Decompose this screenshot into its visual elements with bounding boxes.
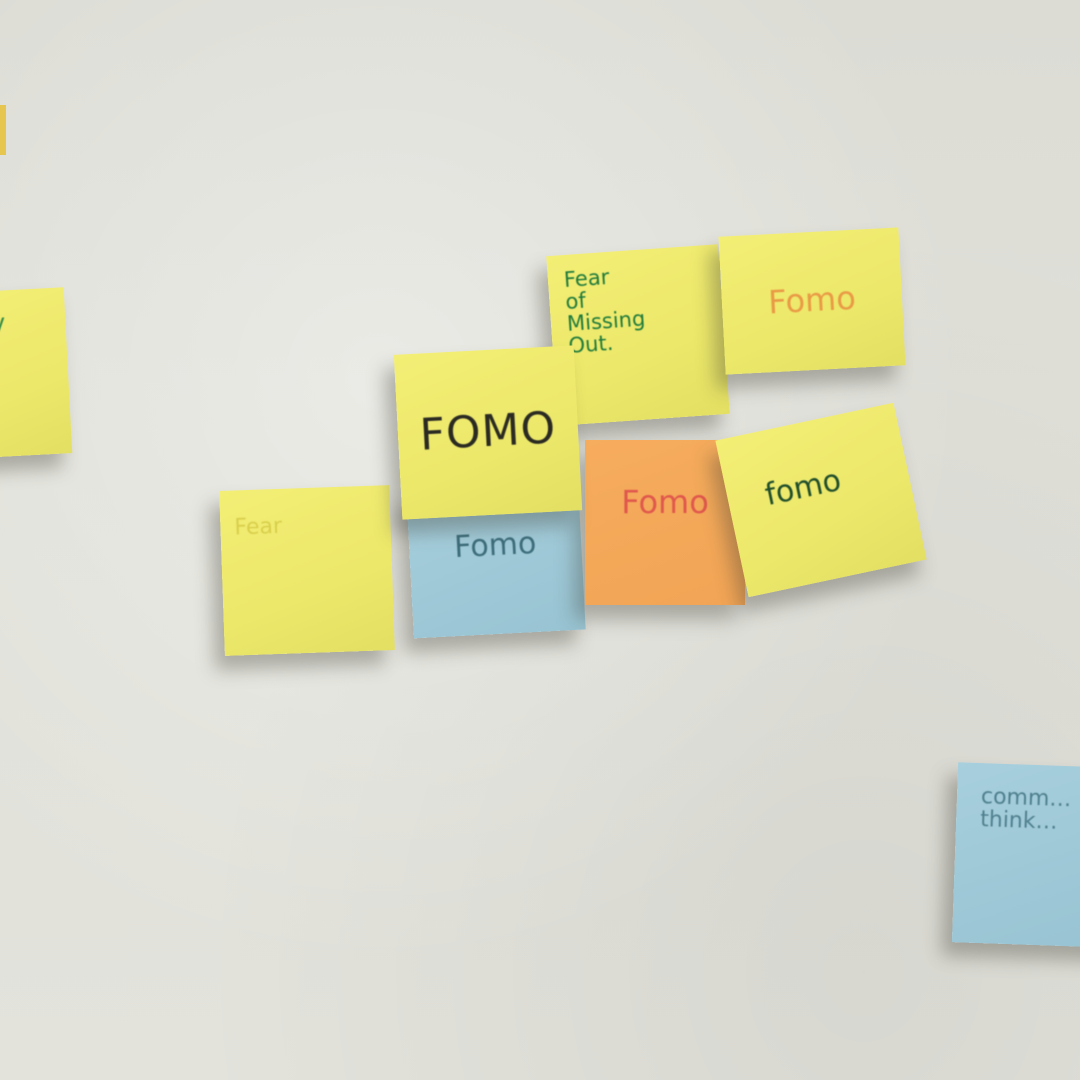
sticky-note-text: fomo bbox=[762, 463, 845, 514]
sticky-note-fomo-orange: Fomo bbox=[585, 440, 745, 605]
sticky-note-fomo-green-ink: fomo bbox=[715, 402, 927, 598]
sticky-note-fomo-orange-ink: Fomo bbox=[718, 227, 906, 375]
sticky-note-fear-faint: Fear bbox=[219, 485, 395, 656]
sticky-note-edge-left: ly bbox=[0, 287, 73, 459]
sticky-note-fomo-black-ink: FOMO bbox=[393, 345, 583, 520]
sticky-note-text: Fomo bbox=[453, 526, 538, 566]
sticky-note-text: Fomo bbox=[621, 482, 709, 521]
sticky-note-edge-top bbox=[0, 105, 6, 155]
sticky-note-text: Fear bbox=[234, 513, 283, 541]
sticky-note-text: comm… think… bbox=[979, 784, 1072, 835]
sticky-note-text: FOMO bbox=[418, 402, 558, 461]
sticky-note-text: Fomo bbox=[767, 278, 857, 322]
sticky-note-blue-bottom-right: comm… think… bbox=[951, 762, 1080, 948]
sticky-note-text: Fear of Missing Out. bbox=[563, 264, 647, 358]
sticky-note-text: ly bbox=[0, 308, 7, 338]
